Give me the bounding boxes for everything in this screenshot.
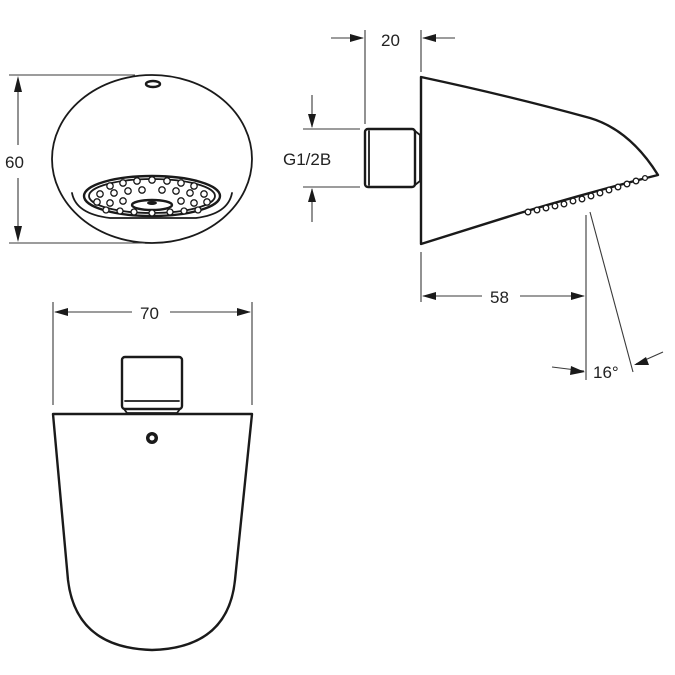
side-nozzles bbox=[524, 174, 649, 216]
front-top-hole bbox=[144, 79, 162, 89]
dimension-thread: G1/2B bbox=[283, 95, 360, 222]
top-body-outline bbox=[51, 412, 254, 652]
height-label: 60 bbox=[5, 153, 24, 172]
front-view: 60 bbox=[5, 74, 253, 244]
connector-length-label: 20 bbox=[381, 31, 400, 50]
top-connector bbox=[120, 355, 184, 414]
dimension-connector-length: 20 bbox=[331, 30, 455, 124]
front-inner-arc bbox=[71, 192, 233, 219]
front-body-outline bbox=[51, 74, 253, 244]
projection-label: 58 bbox=[490, 288, 509, 307]
side-connector bbox=[363, 127, 421, 189]
dimension-projection: 58 bbox=[420, 215, 587, 380]
spray-angle-label: 16° bbox=[593, 363, 619, 382]
top-view: 70 bbox=[51, 302, 254, 652]
thread-label: G1/2B bbox=[283, 150, 331, 169]
width-label: 70 bbox=[140, 304, 159, 323]
spray-nozzles bbox=[93, 176, 211, 217]
dimension-height: 60 bbox=[5, 74, 145, 244]
side-view: 20 G1/2B 58 16° bbox=[283, 30, 664, 382]
spray-plate bbox=[82, 174, 222, 218]
dimension-spray-angle: 16° bbox=[551, 211, 664, 382]
side-body-outline bbox=[419, 75, 660, 246]
dimension-width: 70 bbox=[52, 302, 253, 405]
